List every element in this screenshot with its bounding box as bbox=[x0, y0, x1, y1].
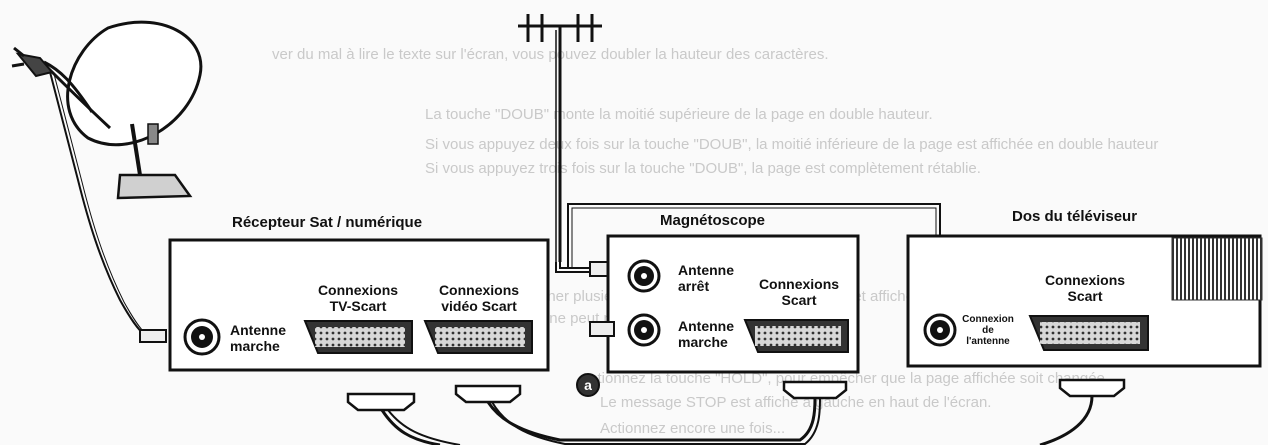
receiver-antenna-socket-icon bbox=[183, 318, 221, 356]
vcr-antenna-in-socket-icon bbox=[627, 313, 661, 347]
receiver-tv-scart-label: Connexions TV-Scart bbox=[317, 282, 399, 314]
video-scart-socket-icon bbox=[423, 320, 533, 354]
tv-vent-grille bbox=[1171, 237, 1263, 301]
vcr-to-tv-coax-cable bbox=[567, 203, 941, 269]
scart-cables bbox=[346, 378, 1126, 445]
marker-a-badge: a bbox=[576, 373, 600, 397]
dish-cable bbox=[49, 71, 147, 337]
receiver-title: Récepteur Sat / numérique bbox=[232, 214, 423, 231]
tv-antenna-label: Connexion de l'antenne bbox=[962, 314, 1014, 347]
vcr-title: Magnétoscope bbox=[660, 212, 766, 229]
coax-plug bbox=[139, 329, 167, 343]
vcr-antenna-out-label: Antenne arrêt bbox=[678, 262, 734, 294]
vcr-antenna-out-socket-icon bbox=[627, 259, 661, 293]
vcr-antenna-in-label: Antenne marche bbox=[678, 318, 734, 350]
receiver-antenna-in-label: Antenne marche bbox=[230, 322, 286, 354]
tv-scart-socket-icon bbox=[303, 320, 413, 354]
vcr-scart-label: Connexions Scart bbox=[758, 276, 840, 308]
vcr-scart-socket-icon bbox=[743, 319, 849, 353]
receiver-video-scart-label: Connexions vidéo Scart bbox=[438, 282, 520, 314]
tv-scart-socket-icon bbox=[1028, 315, 1149, 351]
coax-plug bbox=[589, 321, 615, 337]
tv-title: Dos du téléviseur bbox=[1012, 208, 1138, 225]
satellite-dish-icon bbox=[11, 20, 203, 200]
tv-antenna-socket-icon bbox=[923, 313, 957, 347]
tv-scart-label: Connexions Scart bbox=[1044, 272, 1126, 304]
terrestrial-antenna-icon bbox=[518, 14, 615, 277]
marker-a-label: a bbox=[584, 377, 592, 393]
